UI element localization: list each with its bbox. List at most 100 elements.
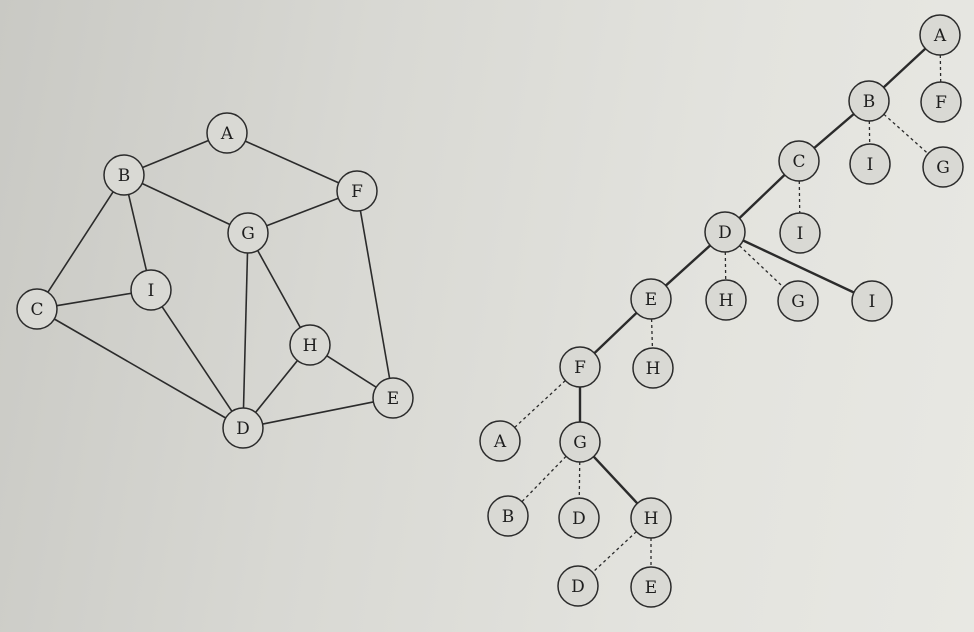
tree-node-t18-circle [558, 497, 600, 539]
tree-node-t19-circle [630, 497, 672, 539]
graph-node-e-label: E [387, 389, 399, 409]
tree-node-t3-circle [920, 81, 962, 123]
tree-node-t4-label: C [792, 152, 805, 172]
tree-node-t3-label: F [935, 93, 947, 113]
tree-node-t19: H [630, 497, 672, 539]
graph-edge-h-e [326, 355, 377, 388]
tree-node-t12-label: I [869, 292, 876, 312]
dfs-tree-nodes: A B F C I G D I E H G I F H A G B D H D E [479, 14, 964, 608]
tree-node-t4: C [778, 140, 820, 182]
graph-edge-g-h [256, 250, 302, 328]
tree-node-t17: B [487, 495, 529, 537]
graph-node-e-circle [372, 377, 414, 419]
graph-node-h-circle [289, 324, 331, 366]
tree-node-t17-label: B [502, 507, 515, 527]
tree-node-t21: E [630, 566, 672, 608]
graph-edge-f-g [266, 197, 339, 227]
graph-edges [47, 139, 391, 425]
tree-tree-edge-t16-t19 [592, 455, 639, 505]
tree-node-t11-circle [777, 280, 819, 322]
tree-node-t11: G [777, 280, 819, 322]
tree-node-t4-circle [778, 140, 820, 182]
tree-node-t16: G [559, 421, 601, 463]
graph-node-b-label: B [118, 166, 131, 186]
tree-node-t3: F [920, 81, 962, 123]
graph-node-g-label: G [241, 224, 255, 244]
tree-node-t13-label: F [574, 358, 586, 378]
tree-node-t20-label: D [571, 577, 585, 597]
graph-node-d-circle [222, 407, 264, 449]
graph-node-e: E [372, 377, 414, 419]
tree-node-t14-label: H [646, 359, 661, 379]
tree-back-edge-t19-t20 [592, 531, 637, 573]
tree-node-t13: F [559, 346, 601, 388]
tree-node-t5-label: I [867, 155, 874, 175]
graph-node-i-label: I [148, 281, 155, 301]
tree-node-t7: D [704, 211, 746, 253]
tree-node-t1-circle [919, 14, 961, 56]
tree-node-t9: E [630, 278, 672, 320]
tree-back-edge-t13-t15 [514, 380, 566, 428]
tree-back-edge-t7-t11 [739, 245, 784, 288]
tree-node-t10: H [705, 279, 747, 321]
tree-tree-edge-t7-t12 [742, 239, 855, 294]
tree-back-edge-t9-t14 [650, 318, 654, 349]
tree-node-t16-label: G [573, 433, 587, 453]
tree-node-t6: G [922, 146, 964, 188]
graph-node-f-circle [336, 170, 378, 212]
tree-node-t17-circle [487, 495, 529, 537]
graph-edge-f-e [359, 210, 391, 379]
tree-node-t15-label: A [493, 432, 507, 452]
tree-node-t14-circle [632, 347, 674, 389]
graph-edge-b-c [47, 191, 114, 293]
tree-node-t16-circle [559, 421, 601, 463]
graph-node-c: C [16, 288, 58, 330]
tree-node-t9-circle [630, 278, 672, 320]
graph-node-c-circle [16, 288, 58, 330]
tree-node-t10-label: H [719, 291, 734, 311]
graph-node-h: H [289, 324, 331, 366]
tree-node-t12-circle [851, 280, 893, 322]
tree-tree-edge-t4-t7 [738, 173, 786, 220]
graph-edge-g-d [242, 252, 249, 409]
graph-node-d-label: D [236, 419, 250, 439]
graph-node-i-circle [130, 269, 172, 311]
graph-edge-a-f [244, 140, 340, 184]
tree-back-edge-t2-t6 [883, 113, 929, 155]
tree-node-t14: H [632, 347, 674, 389]
graph-node-g-circle [227, 212, 269, 254]
tree-node-t7-label: D [718, 223, 732, 243]
tree-node-t6-label: G [936, 158, 950, 178]
tree-node-t1-label: A [933, 26, 947, 46]
tree-node-t15: A [479, 420, 521, 462]
tree-node-t8: I [779, 212, 821, 254]
graph-node-a-label: A [220, 124, 234, 144]
graph-edge-c-d [53, 318, 227, 419]
tree-back-edge-t16-t17 [521, 455, 567, 503]
tree-node-t20: D [557, 565, 599, 607]
tree-node-t1: A [919, 14, 961, 56]
graph-edge-c-i [56, 292, 132, 307]
tree-node-t6-circle [922, 146, 964, 188]
dfs-tree-edges [514, 47, 942, 573]
tree-node-t8-label: I [797, 224, 804, 244]
graph-node-g: G [227, 212, 269, 254]
graph-node-a-circle [206, 112, 248, 154]
tree-node-t7-circle [704, 211, 746, 253]
tree-tree-edge-t1-t2 [882, 47, 927, 89]
tree-node-t5: I [849, 143, 891, 185]
graph-node-h-label: H [303, 336, 318, 356]
graph-edge-h-d [254, 360, 299, 413]
graph-edge-i-d [161, 306, 233, 412]
tree-tree-edge-t9-t13 [593, 311, 638, 355]
tree-node-t21-label: E [645, 578, 657, 598]
tree-node-t18: D [558, 497, 600, 539]
tree-node-t2: B [848, 80, 890, 122]
tree-node-t13-circle [559, 346, 601, 388]
tree-node-t18-label: D [572, 509, 586, 529]
graph-node-f-label: F [351, 182, 363, 202]
tree-node-t15-circle [479, 420, 521, 462]
tree-node-t10-circle [705, 279, 747, 321]
tree-tree-edge-t2-t4 [813, 113, 855, 149]
